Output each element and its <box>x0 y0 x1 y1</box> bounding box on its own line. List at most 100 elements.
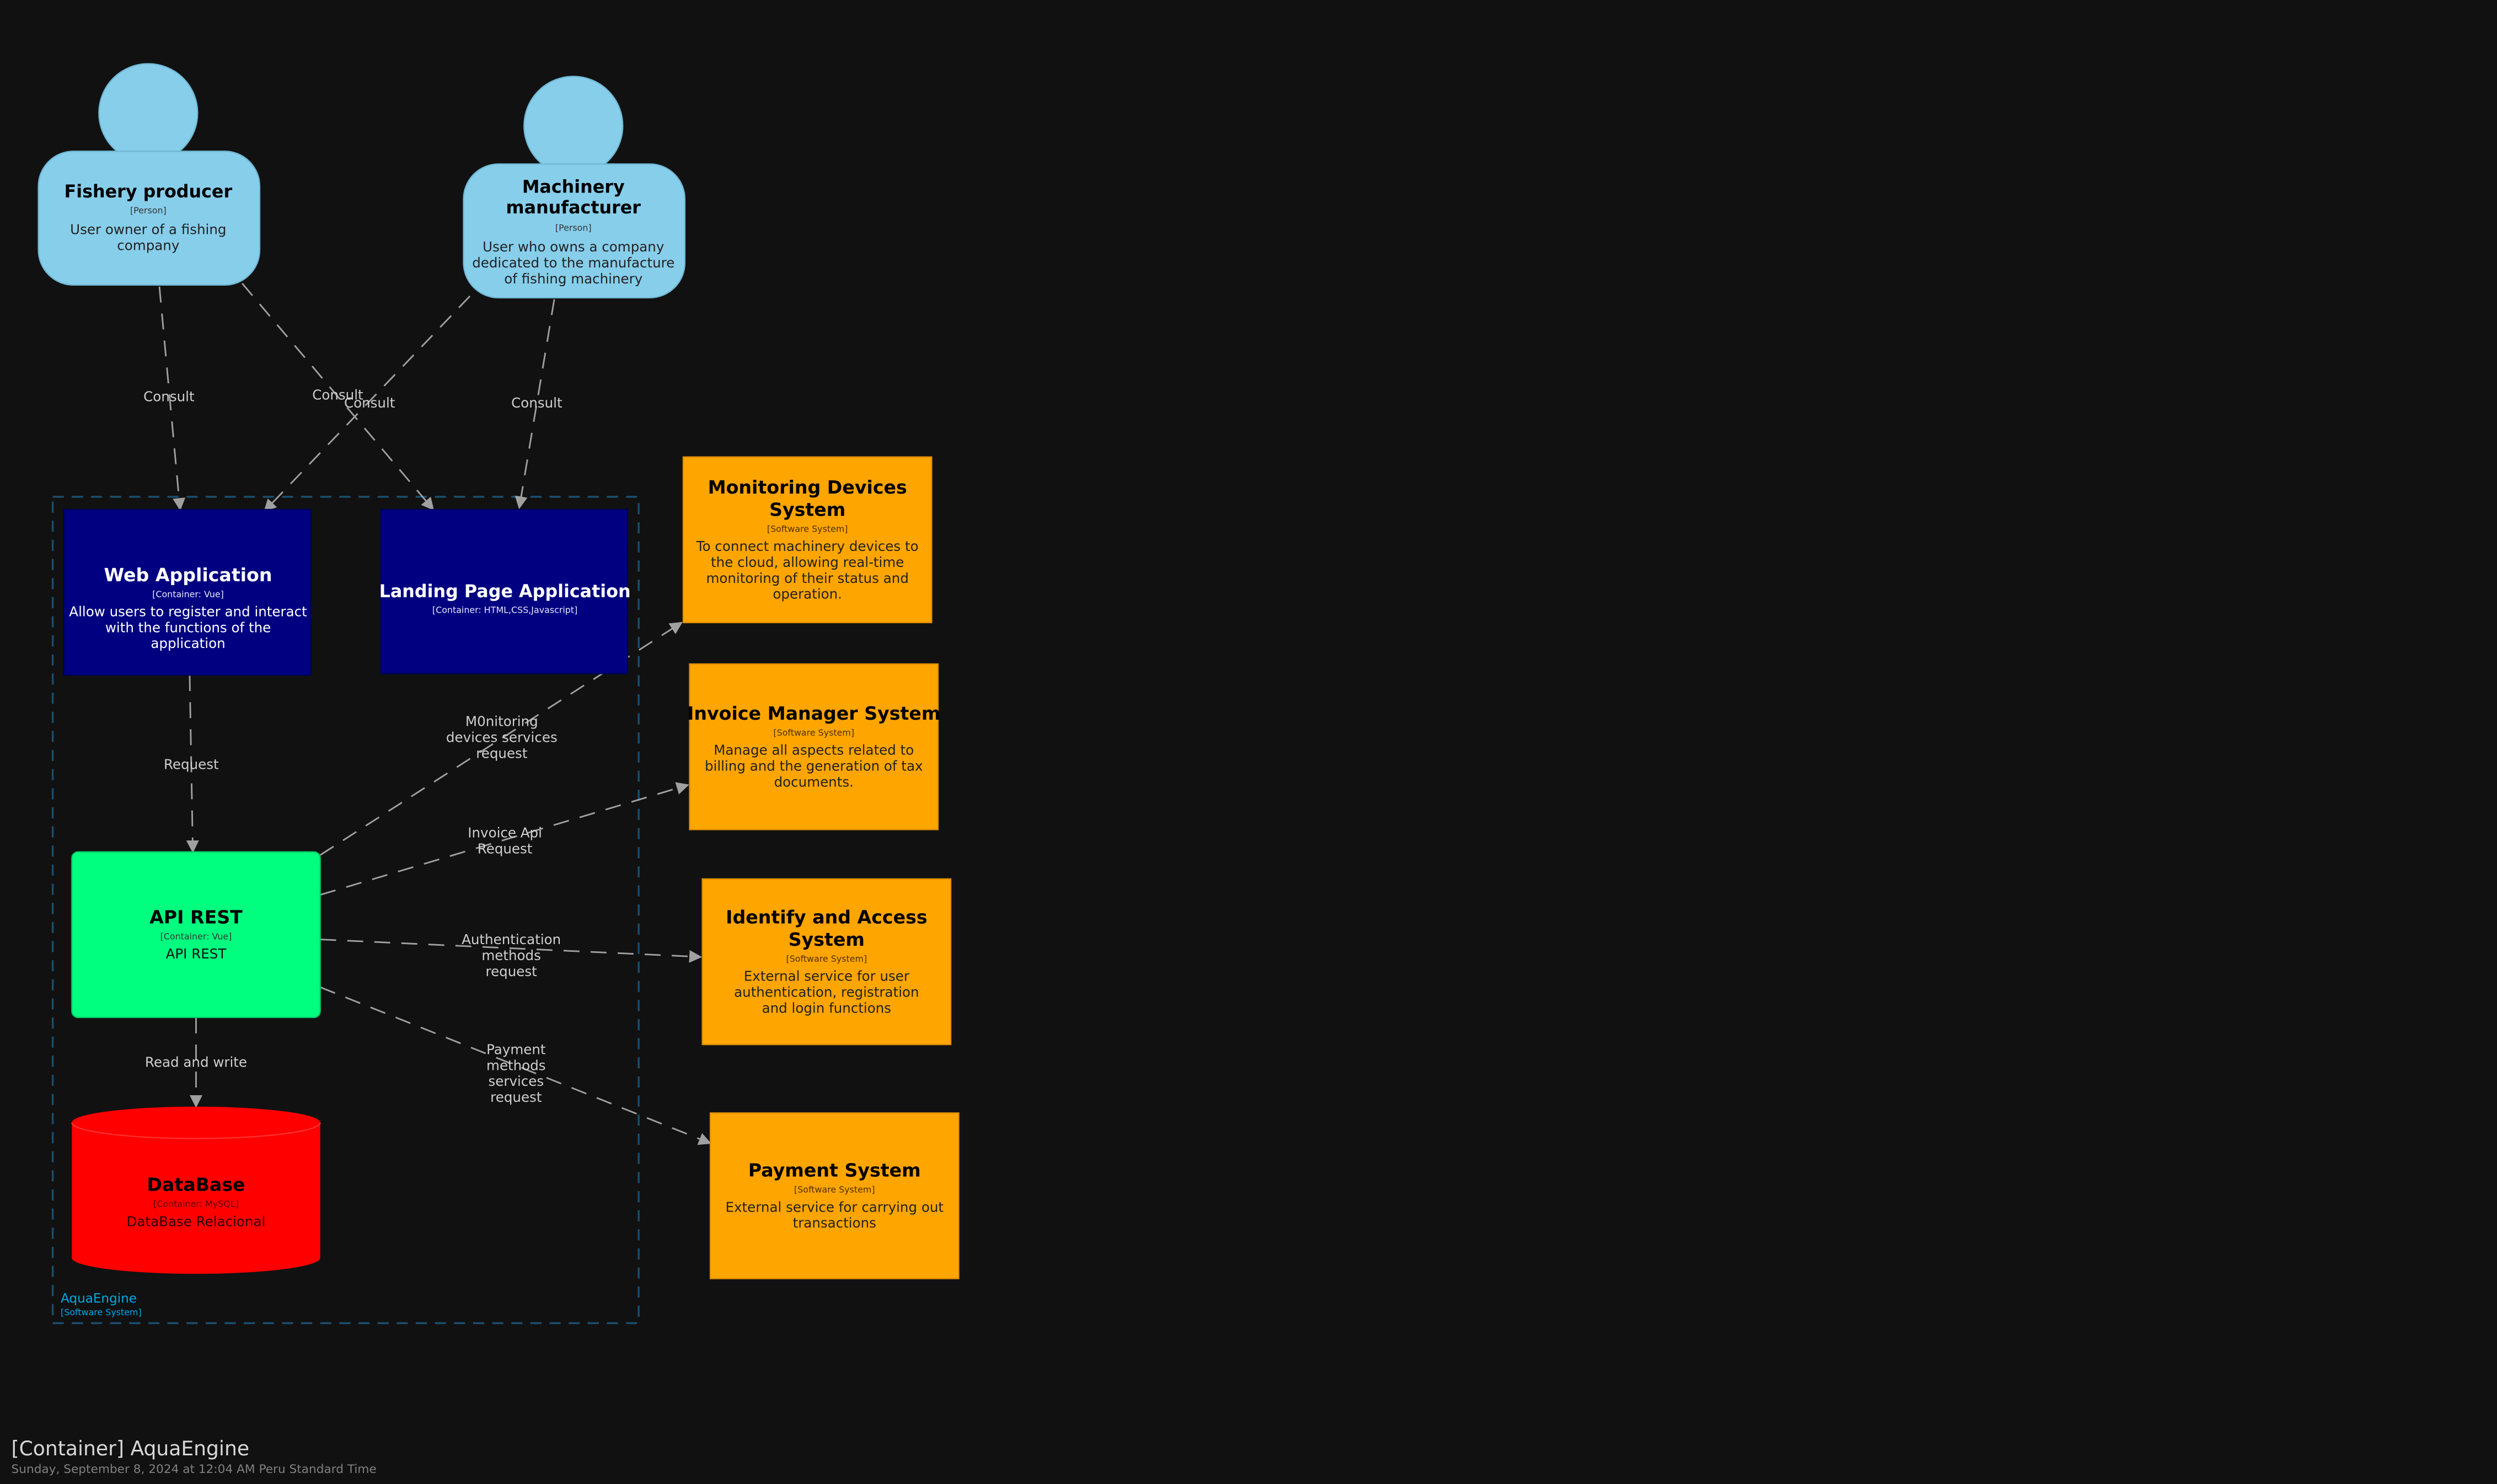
text-line: monitoring of their status and <box>706 570 908 586</box>
system-type: [Software System] <box>786 953 867 964</box>
edge-web-to-api[interactable] <box>186 675 199 854</box>
container-landing-page[interactable]: Landing Page Application [Container: HTM… <box>379 508 631 674</box>
container-type: [Container: Vue] <box>152 589 224 599</box>
text-line: External service for carrying out <box>726 1199 944 1215</box>
text-line: Identify and Access <box>726 907 927 928</box>
boundary-aquaengine[interactable]: AquaEngine [Software System] <box>51 496 640 1325</box>
text-line: manufacturer <box>506 198 641 218</box>
person-body <box>37 151 261 286</box>
text-line: transactions <box>793 1215 876 1231</box>
edge-label: Consult <box>511 395 562 411</box>
container-box <box>380 508 629 674</box>
edge-machinery-to-landing[interactable] <box>515 299 555 510</box>
system-box <box>682 456 933 624</box>
diagram-timestamp: Sunday, September 8, 2024 at 12:04 AM Pe… <box>12 1462 377 1476</box>
system-payment[interactable]: Payment System [Software System] Externa… <box>709 1112 960 1279</box>
system-type: [Software System] <box>773 727 854 738</box>
edge-api-to-invoice[interactable] <box>320 782 689 896</box>
text-line: documents. <box>774 774 854 790</box>
edge-fishery-to-landing[interactable] <box>242 283 435 511</box>
edge-machinery-to-web[interactable] <box>264 296 471 512</box>
diagram-footer: [Container] AquaEngine Sunday, September… <box>12 1437 377 1476</box>
container-name: Landing Page Application <box>379 582 631 602</box>
system-name: Payment System <box>748 1160 921 1181</box>
text-line: and login functions <box>762 1000 892 1016</box>
boundary-type: [Software System] <box>61 1307 142 1317</box>
text-line: billing and the generation of tax <box>705 758 923 774</box>
text-line: request <box>490 1089 542 1105</box>
container-database[interactable]: DataBase [Container: MySQL] DataBase Rel… <box>71 1106 321 1274</box>
edge-label: Consult <box>344 395 395 411</box>
text-line: request <box>486 963 538 979</box>
database-rim <box>71 1122 321 1139</box>
edge-label: Request <box>164 757 219 773</box>
text-line: of fishing machinery <box>504 271 642 287</box>
container-desc: API REST <box>166 946 227 962</box>
text-line: request <box>476 745 528 761</box>
text-line: with the functions of the <box>105 619 271 635</box>
person-name: Fishery producer <box>65 182 233 202</box>
container-name: DataBase <box>147 1174 245 1196</box>
system-invoice-manager[interactable]: Invoice Manager System [Software System]… <box>687 663 940 831</box>
person-icon <box>523 76 624 176</box>
container-box <box>63 508 312 676</box>
person-type: [Person] <box>130 205 167 216</box>
person-body <box>463 163 686 299</box>
text-line: devices services <box>446 730 558 746</box>
edge-api-to-payment[interactable] <box>320 986 712 1145</box>
system-name: Invoice Manager System <box>687 703 940 724</box>
text-line: External service for user <box>744 968 910 984</box>
text-line: M0nitoring <box>465 714 538 730</box>
database-cylinder <box>72 1106 320 1274</box>
edge-fishery-to-web[interactable] <box>158 286 186 511</box>
text-line: Manage all aspects related to <box>714 742 914 758</box>
diagram-title: [Container] AquaEngine <box>12 1437 249 1460</box>
container-web-application[interactable]: Web Application [Container: Vue] Allow u… <box>63 508 312 676</box>
text-line: company <box>117 237 179 253</box>
text-line: System <box>769 499 845 520</box>
edge-label: Consult <box>143 389 195 405</box>
container-type: [Container: MySQL] <box>153 1199 239 1209</box>
system-box <box>709 1112 960 1279</box>
text-line: methods <box>481 947 541 963</box>
container-box <box>71 851 321 1019</box>
person-fishery-producer[interactable]: Fishery producer [Person] User owner of … <box>37 63 261 286</box>
system-type: [Software System] <box>794 1185 875 1195</box>
edge-api-to-identity[interactable] <box>320 939 703 963</box>
container-desc: DataBase Relacional <box>127 1213 266 1229</box>
text-line: dedicated to the manufacture <box>472 255 674 271</box>
text-line: Request <box>478 841 533 857</box>
text-line: System <box>789 929 865 950</box>
person-icon <box>98 63 199 163</box>
container-type: [Container: HTML,CSS,Javascript] <box>432 605 577 615</box>
text-line: Payment <box>486 1041 546 1057</box>
system-box <box>701 878 952 1046</box>
edge-labels: Consult Consult Consult Consult Request … <box>143 387 562 1105</box>
system-type: [Software System] <box>767 523 848 534</box>
container-api-rest[interactable]: API REST [Container: Vue] API REST <box>71 851 321 1019</box>
text-line: User who owns a company <box>483 239 664 255</box>
text-line: Invoice Api <box>468 825 542 841</box>
person-type: [Person] <box>555 223 592 233</box>
text-line: To connect machinery devices to <box>696 538 919 554</box>
system-box <box>689 663 939 831</box>
